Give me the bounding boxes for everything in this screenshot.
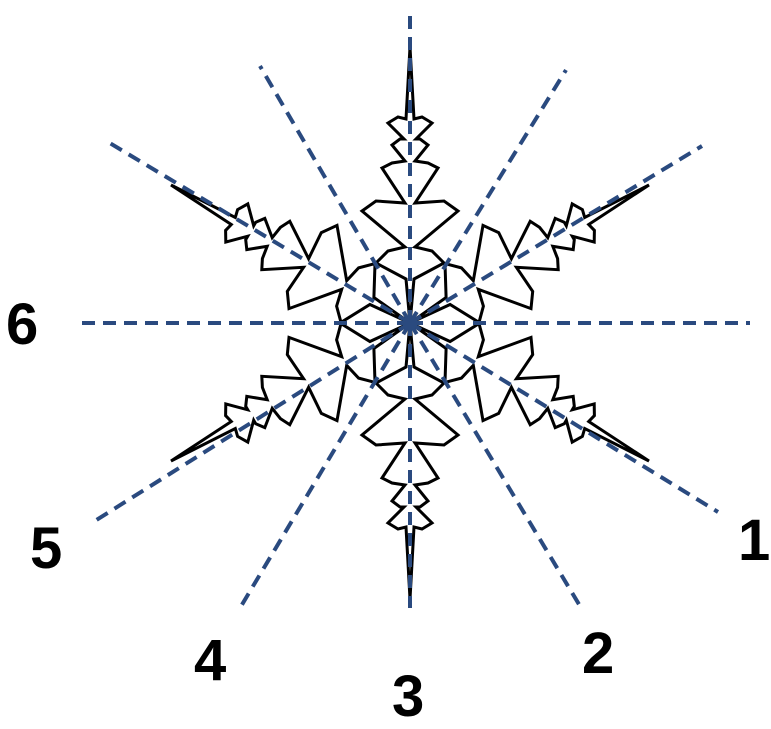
axis-label-1: 1 bbox=[738, 512, 770, 570]
axis-line-1 bbox=[410, 323, 718, 512]
axis-label-2: 2 bbox=[582, 625, 614, 683]
center-point bbox=[403, 316, 417, 330]
axis-label-4: 4 bbox=[194, 632, 226, 690]
axis-label-6: 6 bbox=[6, 296, 38, 354]
axis-label-3: 3 bbox=[392, 668, 424, 726]
axis-line-1 bbox=[410, 146, 702, 323]
axis-label-5: 5 bbox=[30, 520, 62, 578]
axis-line-5 bbox=[108, 142, 410, 323]
